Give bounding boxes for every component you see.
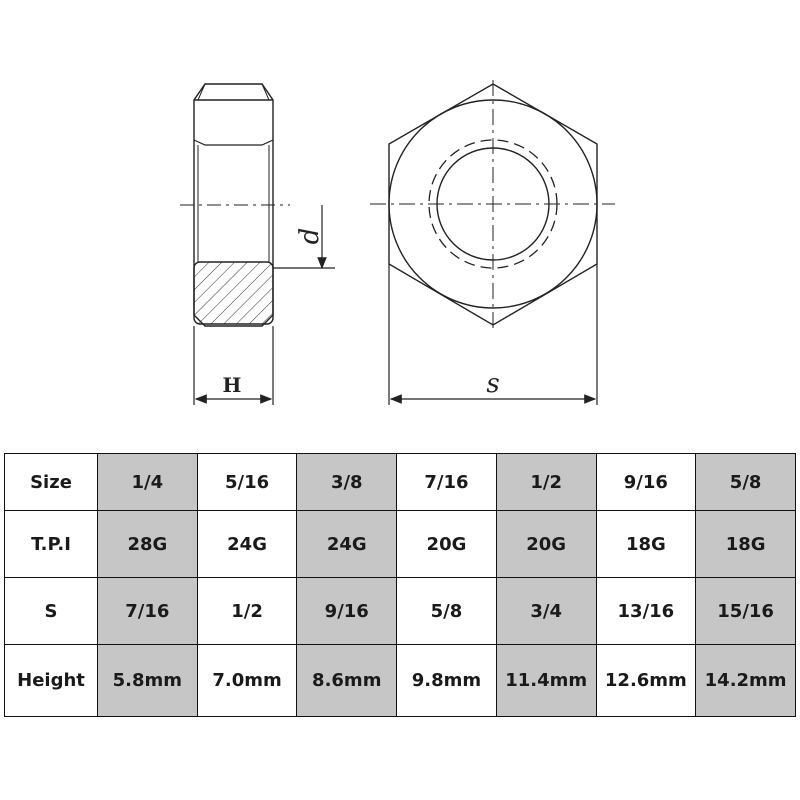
table-cell: 1/2	[196, 577, 298, 645]
table-cell: 14.2mm	[695, 644, 796, 717]
table-cell: 5/8	[695, 453, 796, 511]
dimension-d-label: d	[295, 228, 325, 245]
table-cell: 7.0mm	[196, 644, 298, 717]
table-cell: 13/16	[595, 577, 697, 645]
row-header: T.P.I	[4, 510, 98, 578]
row-header: S	[4, 577, 98, 645]
dimension-s	[388, 264, 598, 405]
table-cell: 15/16	[695, 577, 796, 645]
dimension-h-label: H	[223, 373, 242, 397]
table-cell: 24G	[296, 510, 398, 578]
table-cell: 9/16	[296, 577, 398, 645]
table-cell: 20G	[495, 510, 597, 578]
table-cell: 5/16	[196, 453, 298, 511]
row-header: Size	[4, 453, 98, 511]
table-cell: 24G	[196, 510, 298, 578]
table-cell: 5.8mm	[97, 644, 198, 717]
side-view	[180, 83, 290, 327]
table-cell: 1/4	[97, 453, 198, 511]
table-cell: 9/16	[595, 453, 697, 511]
front-view	[370, 80, 615, 330]
table-cell: 8.6mm	[296, 644, 398, 717]
side-view-outline	[193, 83, 274, 327]
table-cell: 11.4mm	[495, 644, 597, 717]
table-cell: 1/2	[495, 453, 597, 511]
table-cell: 12.6mm	[595, 644, 697, 717]
table-cell: 3/4	[495, 577, 597, 645]
table-cell: 18G	[695, 510, 796, 578]
table-cell: 18G	[595, 510, 697, 578]
hex-nut-technical-drawing: d H s	[180, 80, 615, 405]
table-cell: 5/8	[396, 577, 497, 645]
dimension-s-label: s	[486, 369, 499, 399]
hatched-section	[193, 261, 274, 325]
dimension-h	[193, 326, 274, 405]
table-cell: 3/8	[296, 453, 398, 511]
row-header: Height	[4, 644, 98, 717]
table-cell: 9.8mm	[396, 644, 497, 717]
table-cell: 28G	[97, 510, 198, 578]
table-cell: 20G	[396, 510, 497, 578]
table-cell: 7/16	[396, 453, 497, 511]
table-cell: 7/16	[97, 577, 198, 645]
dimension-d	[273, 205, 335, 270]
